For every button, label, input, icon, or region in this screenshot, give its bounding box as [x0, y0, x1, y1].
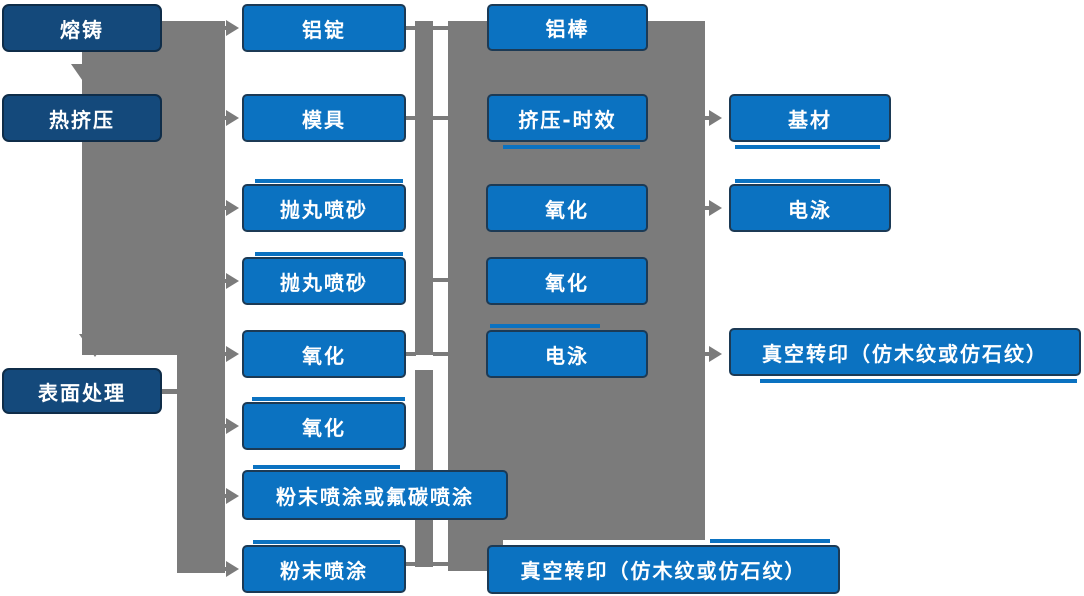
connector-band-left-lower	[177, 21, 225, 573]
accent-line	[490, 324, 600, 328]
right-arrow-icon	[709, 346, 722, 362]
node-oxidation-c2-2: 氧化	[242, 402, 406, 450]
node-oxidation-c3-1: 氧化	[486, 184, 648, 232]
node-surface-treatment: 表面处理	[2, 368, 162, 414]
accent-line	[735, 179, 880, 183]
down-arrow-icon	[71, 64, 103, 87]
right-arrow-icon	[226, 273, 239, 289]
tick-bar-to-block-5	[433, 562, 448, 566]
right-arrow-icon	[709, 200, 722, 216]
tick-bar-to-block-1	[433, 26, 448, 30]
connector-bar-middle-lower	[415, 370, 433, 567]
tick-mold-to-bar	[406, 116, 416, 120]
accent-line	[255, 252, 403, 256]
arrow-stub	[219, 26, 228, 30]
right-arrow-icon	[226, 20, 239, 36]
tick-bar-to-block-3	[433, 278, 448, 282]
right-arrow-icon	[226, 488, 239, 504]
node-electrophoresis-c4: 电泳	[729, 184, 891, 232]
arrow-stub	[703, 206, 711, 210]
tick-bar-to-block-2	[433, 116, 448, 120]
node-aluminum-ingot: 铝锭	[242, 4, 406, 52]
arrow-stub	[219, 352, 228, 356]
node-base-material: 基材	[729, 94, 891, 142]
right-arrow-icon	[709, 110, 722, 126]
node-vacuum-transfer-c4: 真空转印（仿木纹或仿石纹）	[729, 328, 1081, 376]
arrow-stub	[703, 352, 711, 356]
node-vacuum-transfer-c3: 真空转印（仿木纹或仿石纹）	[487, 545, 840, 594]
tick-ingot-to-bar	[406, 26, 416, 30]
connector-surface-treatment-link	[162, 389, 178, 394]
accent-line	[503, 145, 640, 149]
accent-line	[710, 539, 830, 543]
right-arrow-icon	[226, 200, 239, 216]
node-shot-blast-sand-2: 抛丸喷砂	[242, 257, 406, 305]
arrow-stub	[219, 116, 228, 120]
node-powder-spray: 粉末喷涂	[242, 545, 406, 593]
arrow-stub	[219, 206, 228, 210]
node-aluminum-rod: 铝棒	[487, 4, 648, 51]
accent-line	[253, 540, 400, 544]
right-arrow-icon	[226, 561, 239, 577]
node-hot-extrusion: 热挤压	[2, 94, 162, 142]
down-arrow-icon	[79, 334, 111, 357]
node-oxidation-c3-2: 氧化	[486, 257, 648, 305]
accent-line	[255, 179, 403, 183]
right-arrow-icon	[226, 110, 239, 126]
accent-line	[760, 379, 1077, 383]
arrow-stub	[219, 494, 228, 498]
arrow-stub	[219, 279, 228, 283]
node-oxidation-c2-1: 氧化	[242, 330, 406, 378]
node-extrusion-aging: 挤压-时效	[487, 94, 648, 142]
node-shot-blast-sand-1: 抛丸喷砂	[242, 184, 406, 232]
arrow-stub	[703, 116, 711, 120]
right-arrow-icon	[226, 418, 239, 434]
accent-line	[253, 465, 400, 469]
tick-bar-to-block-4	[433, 352, 448, 356]
node-powder-or-fluorocarbon-spray: 粉末喷涂或氟碳喷涂	[242, 470, 508, 520]
accent-line	[735, 145, 880, 149]
connector-bar-middle-upper	[415, 21, 433, 355]
accent-line	[252, 397, 405, 401]
node-mold: 模具	[242, 94, 406, 142]
node-electrophoresis-c3: 电泳	[486, 330, 648, 378]
arrow-stub	[219, 567, 228, 571]
tick-oxidation-to-bar	[406, 352, 416, 356]
tick-powder-to-bar	[406, 562, 416, 566]
node-melting: 熔铸	[2, 4, 162, 52]
right-arrow-icon	[226, 346, 239, 362]
arrow-stub	[219, 424, 228, 428]
